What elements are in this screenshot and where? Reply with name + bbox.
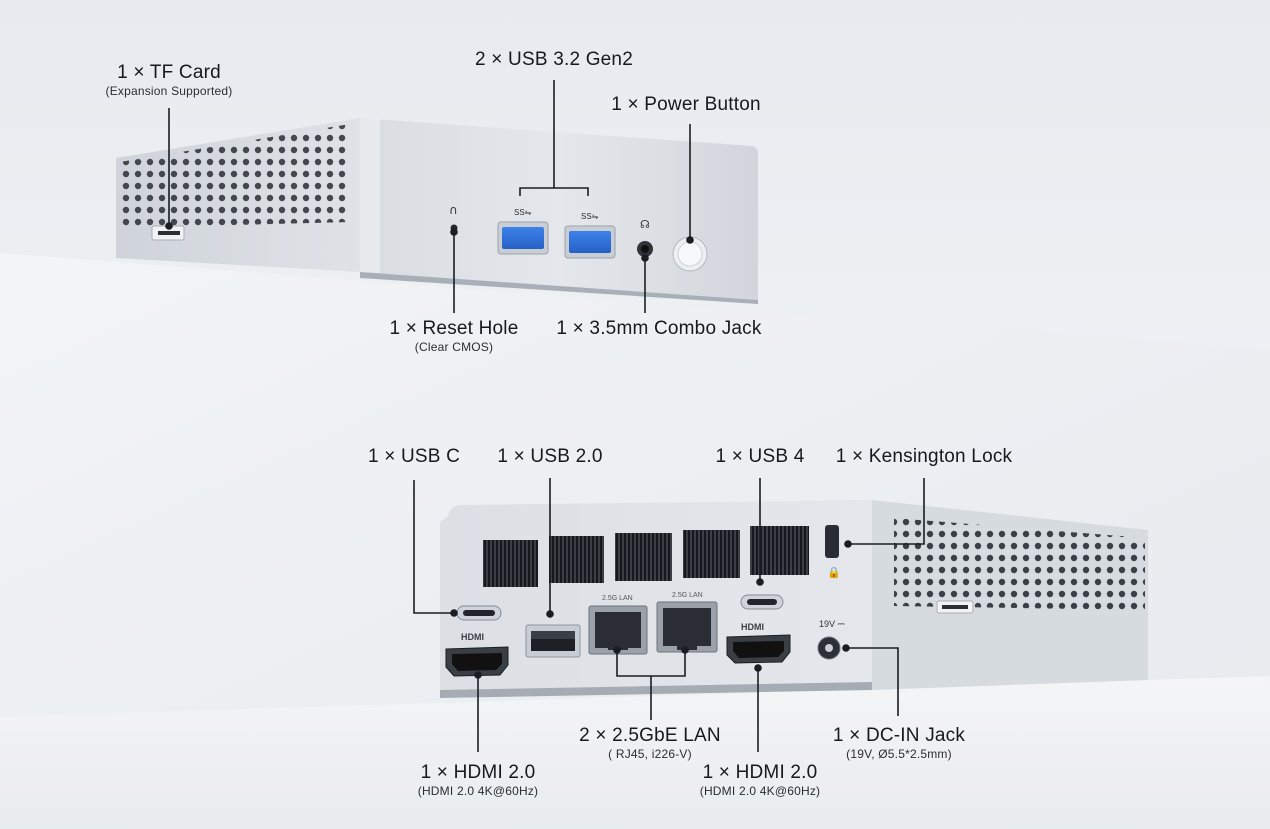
label-dcin: 1 × DC-IN Jack (19V, Ø5.5*2.5mm) [826,725,972,761]
label-usb20: 1 × USB 2.0 [494,446,606,468]
label-tf-card-sub: (Expansion Supported) [105,84,233,98]
label-reset-main: 1 × Reset Hole [389,318,519,339]
svg-text:☊: ☊ [640,218,650,231]
marking-hdmi-2: HDMI [741,622,764,632]
label-reset: 1 × Reset Hole (Clear CMOS) [384,318,524,354]
label-reset-sub: (Clear CMOS) [414,340,494,354]
label-lan-main: 2 × 2.5GbE LAN [579,725,721,746]
vent-2 [549,536,604,583]
label-dcin-main: 1 × DC-IN Jack [832,725,966,746]
label-lan: 2 × 2.5GbE LAN ( RJ45, i226-V) [574,725,726,761]
label-kensington: 1 × Kensington Lock [830,446,1018,468]
marking-lan-1: 2.5G LAN [602,595,633,602]
label-tf-card-main: 1 × TF Card [117,62,221,83]
vent-4 [683,530,740,578]
label-usb32: 2 × USB 3.2 Gen2 [470,49,638,71]
label-hdmi-right-main: 1 × HDMI 2.0 [702,762,818,783]
label-usbc: 1 × USB C [363,446,465,468]
label-kensington-main: 1 × Kensington Lock [835,446,1013,467]
label-hdmi-left-sub: (HDMI 2.0 4K@60Hz) [417,784,539,798]
label-usb32-main: 2 × USB 3.2 Gen2 [475,49,633,70]
marking-ss-1: SS⇋ [514,208,532,217]
label-power-main: 1 × Power Button [611,94,761,115]
svg-text:∩: ∩ [449,203,458,217]
label-hdmi-left-main: 1 × HDMI 2.0 [420,762,536,783]
label-usb4: 1 × USB 4 [711,446,809,468]
label-combo-main: 1 × 3.5mm Combo Jack [556,318,762,339]
marking-ss-2: SS⇋ [581,212,599,221]
vent-1 [483,540,538,587]
vent-3 [615,533,672,581]
label-usb20-main: 1 × USB 2.0 [497,446,603,467]
label-power: 1 × Power Button [605,94,767,116]
marking-lan-2: 2.5G LAN [672,592,703,599]
label-hdmi-right: 1 × HDMI 2.0 (HDMI 2.0 4K@60Hz) [686,762,834,798]
marking-dc: 19V ⎓ [819,619,845,629]
label-combo: 1 × 3.5mm Combo Jack [552,318,766,340]
svg-text:🔒: 🔒 [827,566,841,579]
label-tf-card: 1 × TF Card (Expansion Supported) [98,62,240,98]
label-hdmi-left: 1 × HDMI 2.0 (HDMI 2.0 4K@60Hz) [404,762,552,798]
label-usbc-main: 1 × USB C [367,446,461,467]
label-dcin-sub: (19V, Ø5.5*2.5mm) [846,747,952,761]
front-device-face [360,118,758,300]
label-hdmi-right-sub: (HDMI 2.0 4K@60Hz) [699,784,821,798]
label-lan-sub: ( RJ45, i226-V) [608,747,692,761]
marking-hdmi-1: HDMI [461,632,484,642]
kensington-slot [825,525,839,558]
label-usb4-main: 1 × USB 4 [715,446,805,467]
